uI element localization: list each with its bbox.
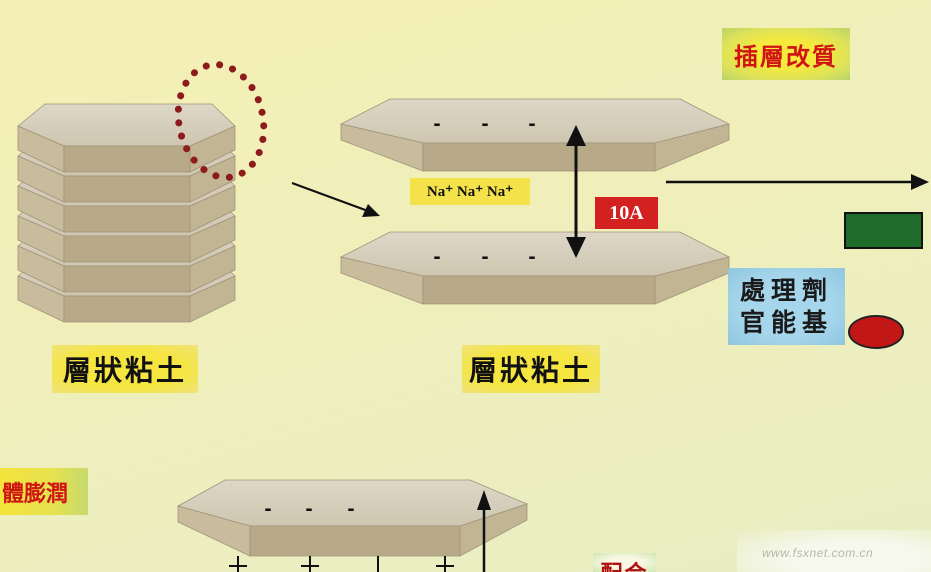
- layered-clay-label: 層狀粘土: [52, 345, 198, 393]
- negative-charge: -: [264, 499, 272, 520]
- negative-charge: -: [305, 499, 313, 520]
- spacing-badge: 10A: [595, 197, 658, 229]
- tether-marks: [229, 556, 454, 572]
- watermark: www.fsxnet.com.cn: [762, 546, 874, 560]
- intercalated-clay-label: 層狀粘土: [462, 345, 600, 393]
- negative-charge: -: [347, 499, 355, 520]
- negative-charge: -: [528, 247, 536, 268]
- treatment-agent-line1: 處理劑: [739, 275, 833, 305]
- intercalation-title: 插層改質: [722, 28, 850, 80]
- watermark-patch: [737, 530, 931, 572]
- swelling-label: 體膨潤: [0, 468, 88, 515]
- dotted-highlight-ring: [174, 61, 268, 181]
- bottom-clay-layer: [176, 479, 529, 557]
- upper-clay-layer: [340, 98, 730, 172]
- clay-layer: [17, 103, 236, 173]
- treatment-agent-line2: 官能基: [739, 307, 833, 337]
- spacing-double-arrow: [566, 125, 586, 258]
- layered-clay-stack: [17, 103, 236, 323]
- lower-clay-layer: [340, 231, 730, 305]
- green-marker: [844, 212, 923, 249]
- negative-charge: -: [481, 114, 489, 135]
- expand-arrow: [291, 181, 380, 217]
- treatment-agent-label: 處理劑 官能基: [728, 268, 845, 345]
- negative-charge: -: [528, 114, 536, 135]
- up-arrow: [477, 490, 491, 572]
- negative-charge: -: [481, 247, 489, 268]
- negative-charge: -: [433, 247, 441, 268]
- sodium-cations-label: Na⁺ Na⁺ Na⁺: [410, 178, 530, 205]
- negative-charge: -: [433, 114, 441, 135]
- red-marker: [848, 315, 904, 349]
- process-arrow-right: [666, 174, 929, 190]
- compounding-label: 配合: [593, 553, 656, 572]
